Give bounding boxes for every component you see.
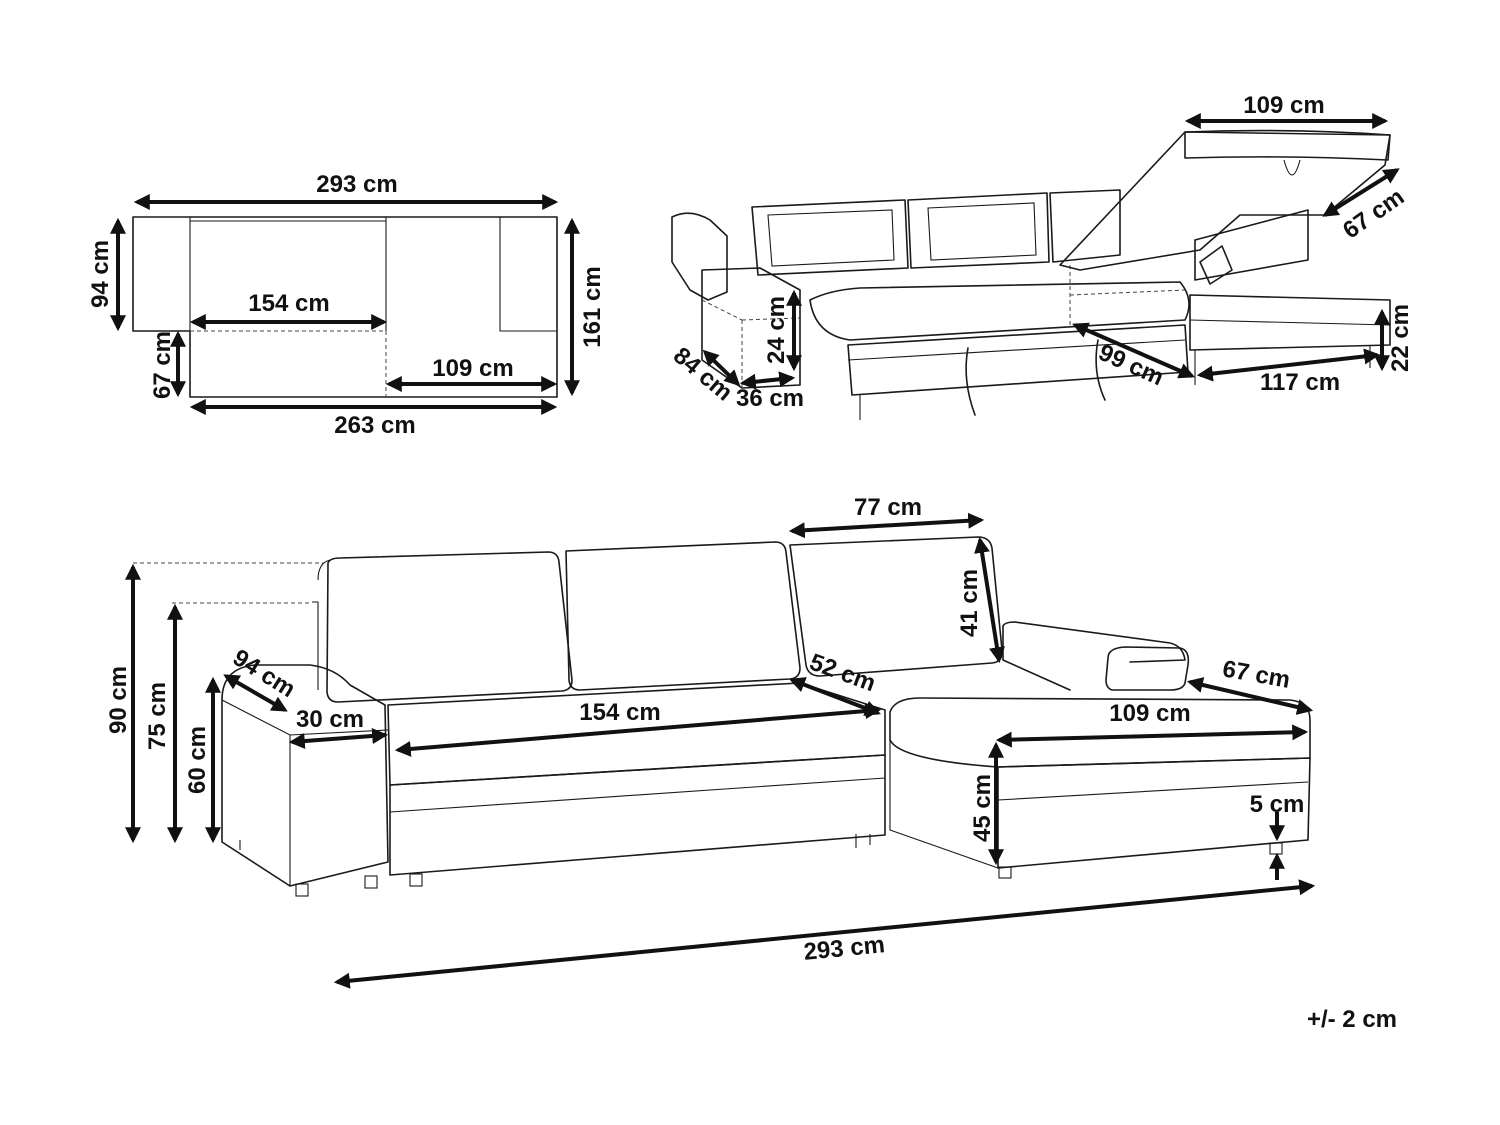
front-chaise-width-label: 109 cm: [1109, 700, 1190, 727]
front-height-arm-label: 60 cm: [184, 726, 211, 794]
top-front-width-label: 263 cm: [334, 412, 415, 439]
front-chaise-depth-label: 67 cm: [1220, 655, 1292, 693]
top-width-label: 293 cm: [316, 171, 397, 198]
bed-chaise-depth-dim: [1072, 322, 1195, 379]
bed-length-dim: [702, 349, 741, 387]
bed-lid-width-label: 109 cm: [1243, 92, 1324, 119]
front-width-total-dim: [333, 879, 1316, 989]
top-chaise-ext-label: 67 cm: [149, 331, 176, 399]
front-chaise-depth-dim: [1186, 677, 1314, 715]
bed-lid-depth-label: 67 cm: [1338, 183, 1409, 244]
front-arm-width-dim: [288, 727, 389, 750]
front-seat-width-label: 154 cm: [579, 699, 660, 726]
bed-chaise-height-label: 22 cm: [1387, 304, 1414, 372]
bed-side-label: 36 cm: [736, 385, 804, 412]
front-backrest-height-label: 41 cm: [956, 569, 983, 637]
bed-chaise-width-dim: [1196, 348, 1381, 382]
top-chaise-width-label: 109 cm: [432, 355, 513, 382]
front-seat-depth-dim: [789, 677, 881, 716]
bed-view: 109 cm 67 cm 24 cm 84 cm 36 cm 99 cm 117…: [668, 92, 1414, 420]
front-height-back-label: 75 cm: [144, 682, 171, 750]
front-arm-width-label: 30 cm: [296, 706, 364, 733]
front-arm-depth-dim: [223, 674, 288, 712]
tolerance-note: +/- 2 cm: [1307, 1006, 1397, 1033]
front-seat-width-dim: [394, 703, 882, 757]
front-leg-height-label: 5 cm: [1250, 791, 1305, 818]
bed-lid-depth-dim: [1322, 168, 1400, 217]
top-view-outline: [132, 216, 558, 398]
front-arm-depth-label: 94 cm: [228, 644, 300, 703]
front-chaise-width-dim: [995, 724, 1309, 748]
bed-height-label: 24 cm: [763, 296, 790, 364]
top-view: 293 cm 94 cm 161 cm 154 cm 67 cm 109 cm …: [87, 171, 606, 439]
front-height-total-label: 90 cm: [105, 666, 132, 734]
bed-chaise-depth-label: 99 cm: [1094, 339, 1167, 391]
front-backrest-height-dim: [974, 536, 1005, 664]
bed-chaise-width-label: 117 cm: [1260, 369, 1340, 396]
front-seat-height-label: 45 cm: [969, 774, 996, 842]
top-seat-width-label: 154 cm: [248, 290, 329, 317]
front-chaise-back-width-dim: [788, 512, 985, 539]
bed-side-dim: [739, 371, 796, 390]
front-view: 77 cm 41 cm 90 cm 75 cm 60 cm 94 cm 30 c…: [105, 494, 1316, 989]
top-depth-total-label: 161 cm: [579, 266, 606, 347]
front-chaise-back-width-label: 77 cm: [854, 494, 922, 521]
top-depth-back-label: 94 cm: [87, 240, 114, 308]
